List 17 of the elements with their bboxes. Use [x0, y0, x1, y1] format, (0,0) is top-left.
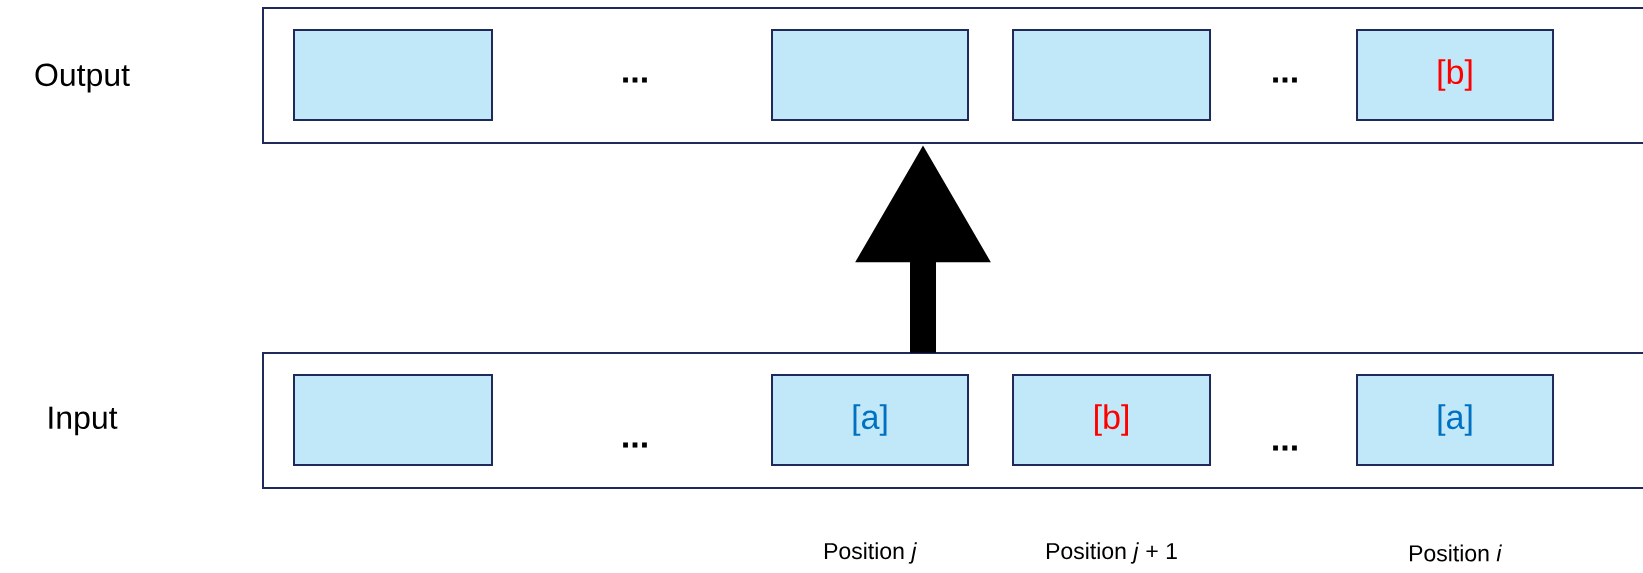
- token-box: [293, 374, 493, 466]
- token-box: [a]: [1356, 374, 1554, 466]
- position-label: Position j + 1: [1046, 542, 1177, 564]
- token-box: [771, 29, 969, 121]
- ellipsis: ...: [623, 77, 647, 83]
- token-box: [293, 29, 493, 121]
- token-box: [b]: [1356, 29, 1554, 121]
- ellipsis: ...: [1273, 77, 1297, 83]
- position-label: Position i: [1410, 544, 1502, 562]
- position-label: Position j: [824, 542, 917, 564]
- token-box: [a]: [771, 374, 969, 466]
- token-box: [1012, 29, 1211, 121]
- ellipsis: ...: [1273, 445, 1297, 451]
- row-label: Input: [49, 406, 118, 436]
- token-box: [b]: [1012, 374, 1211, 466]
- ellipsis: ...: [623, 442, 647, 448]
- row-label: Output: [35, 63, 130, 93]
